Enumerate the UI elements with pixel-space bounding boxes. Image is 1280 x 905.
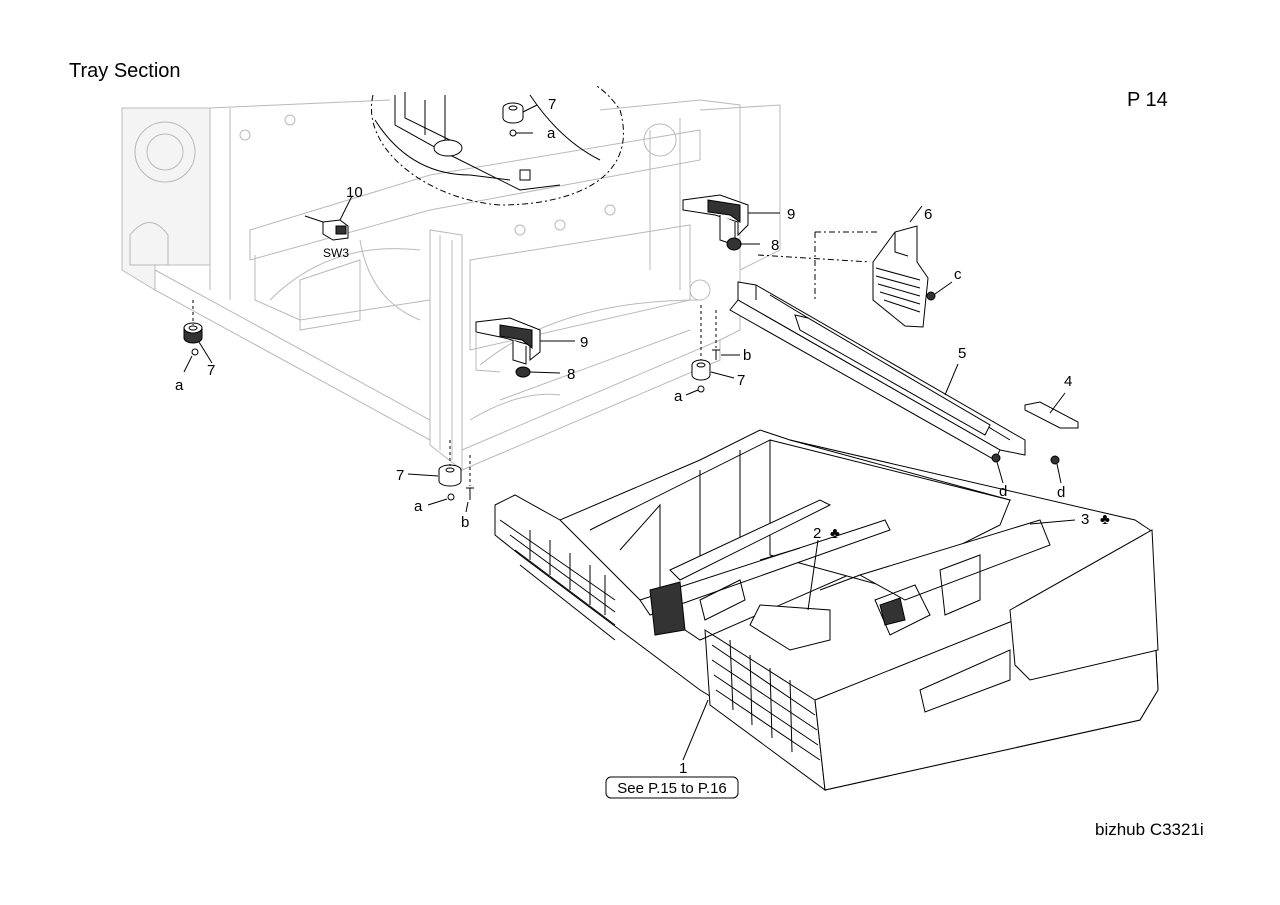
callout-7-top: 7 bbox=[548, 96, 556, 113]
roller-7-top bbox=[502, 102, 538, 137]
callout-7-left: 7 bbox=[207, 362, 215, 379]
callout-a-top: a bbox=[547, 125, 556, 142]
callout-9-lower: 9 bbox=[580, 334, 588, 351]
plate-4 bbox=[1024, 392, 1079, 429]
page-title: Tray Section bbox=[69, 60, 181, 82]
callout-d-right: d bbox=[1057, 484, 1065, 501]
callout-c: c bbox=[954, 266, 962, 283]
roller-7-right bbox=[685, 305, 740, 396]
main-body-frame bbox=[121, 99, 781, 472]
callout-d-left: d bbox=[999, 483, 1007, 500]
callout-3-club: ♣ bbox=[1100, 511, 1110, 528]
callout-8-upper: 8 bbox=[771, 237, 779, 254]
callout-1: 1 bbox=[679, 760, 687, 777]
callout-b-bottom: b bbox=[461, 514, 469, 531]
callout-9-upper: 9 bbox=[787, 206, 795, 223]
callout-labels: 7 a 10 SW3 9 8 6 c 9 8 7 a 5 b 7 a 4 7 a… bbox=[175, 96, 1110, 777]
see-pages-text: See P.15 to P.16 bbox=[617, 780, 727, 797]
roller-7-left bbox=[183, 300, 213, 373]
switch-10-sw3 bbox=[304, 195, 353, 241]
paper-tray-1 bbox=[494, 429, 1159, 792]
callout-7-right: 7 bbox=[737, 372, 745, 389]
callout-3: 3 bbox=[1081, 511, 1089, 528]
callout-2-club: ♣ bbox=[830, 525, 840, 542]
bracket-6 bbox=[757, 205, 953, 328]
callout-sw3: SW3 bbox=[323, 246, 349, 260]
rail-5 bbox=[729, 281, 1062, 484]
reference-box: See P.15 to P.16 bbox=[605, 776, 739, 799]
page-number: P 14 bbox=[1127, 89, 1168, 111]
callout-5: 5 bbox=[958, 345, 966, 362]
callout-7-bottom: 7 bbox=[396, 467, 404, 484]
roller-7-bottom bbox=[407, 440, 474, 513]
callout-a-left: a bbox=[175, 377, 184, 394]
detail-circle bbox=[370, 84, 624, 206]
model-name: bizhub C3321i bbox=[1095, 820, 1204, 839]
callout-10: 10 bbox=[346, 184, 363, 201]
callout-b-right: b bbox=[743, 347, 751, 364]
callout-2: 2 bbox=[813, 525, 821, 542]
callout-4: 4 bbox=[1064, 373, 1072, 390]
callout-a-bottom: a bbox=[414, 498, 423, 515]
callout-a-right: a bbox=[674, 388, 683, 405]
bracket-9-upper bbox=[682, 194, 780, 251]
bracket-9-lower bbox=[475, 317, 575, 378]
callout-6: 6 bbox=[924, 206, 932, 223]
callout-8-lower: 8 bbox=[567, 366, 575, 383]
